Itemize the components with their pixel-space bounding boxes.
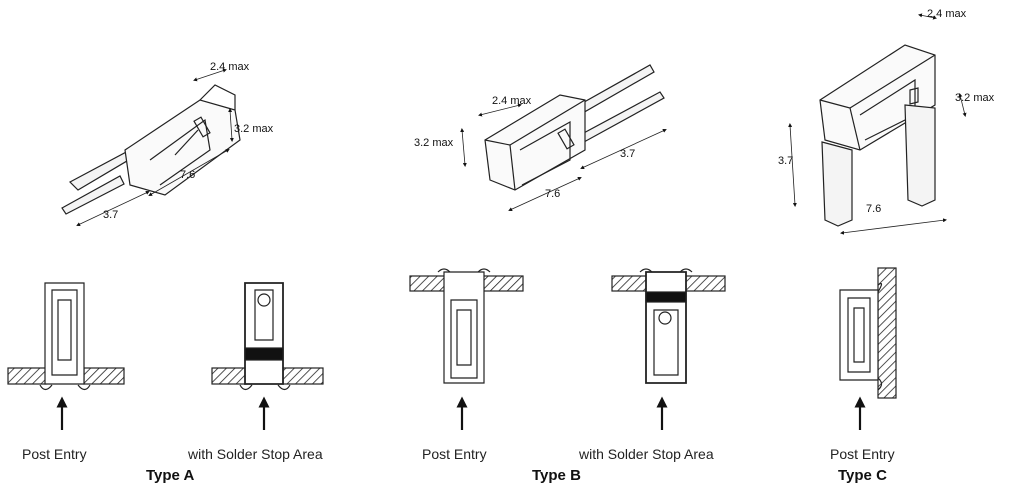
type-c-dim-width: 2.4 max [927, 8, 967, 20]
type-b-dim-width: 2.4 max [492, 95, 532, 107]
type-a-dim-width: 2.4 max [210, 61, 250, 73]
type-b-title: Type B [532, 467, 581, 484]
type-b-post-entry-section [409, 268, 524, 384]
insertion-arrows [56, 396, 866, 430]
type-a-dim-body: 7.6 [180, 169, 195, 181]
type-a-dim-height: 3.2 max [234, 123, 274, 135]
type-c-dim-pin: 3.7 [778, 155, 793, 167]
type-b-caption-post-entry: Post Entry [422, 446, 487, 462]
type-c-dim-height: 3.2 max [955, 92, 995, 104]
type-b-dim-pin: 3.7 [620, 148, 635, 160]
type-b-dim-body: 7.6 [545, 188, 560, 200]
type-a-caption-post-entry: Post Entry [22, 446, 87, 462]
type-a-caption-solder-stop: with Solder Stop Area [188, 446, 323, 462]
type-a-title: Type A [146, 467, 195, 484]
type-b-solder-stop-section [611, 268, 726, 384]
type-a-isometric [61, 68, 241, 226]
type-a-post-entry-section [7, 282, 125, 391]
type-a-solder-stop-section [211, 282, 324, 391]
type-c-isometric [788, 13, 967, 235]
type-c-post-entry-section [839, 267, 897, 399]
type-a-dim-pin: 3.7 [103, 209, 118, 221]
type-c-caption-post-entry: Post Entry [830, 446, 895, 462]
type-c-title: Type C [838, 467, 887, 484]
type-b-caption-solder-stop: with Solder Stop Area [579, 446, 714, 462]
type-b-dim-height: 3.2 max [414, 137, 454, 149]
type-c-dim-body: 7.6 [866, 203, 881, 215]
type-b-isometric [460, 64, 667, 211]
